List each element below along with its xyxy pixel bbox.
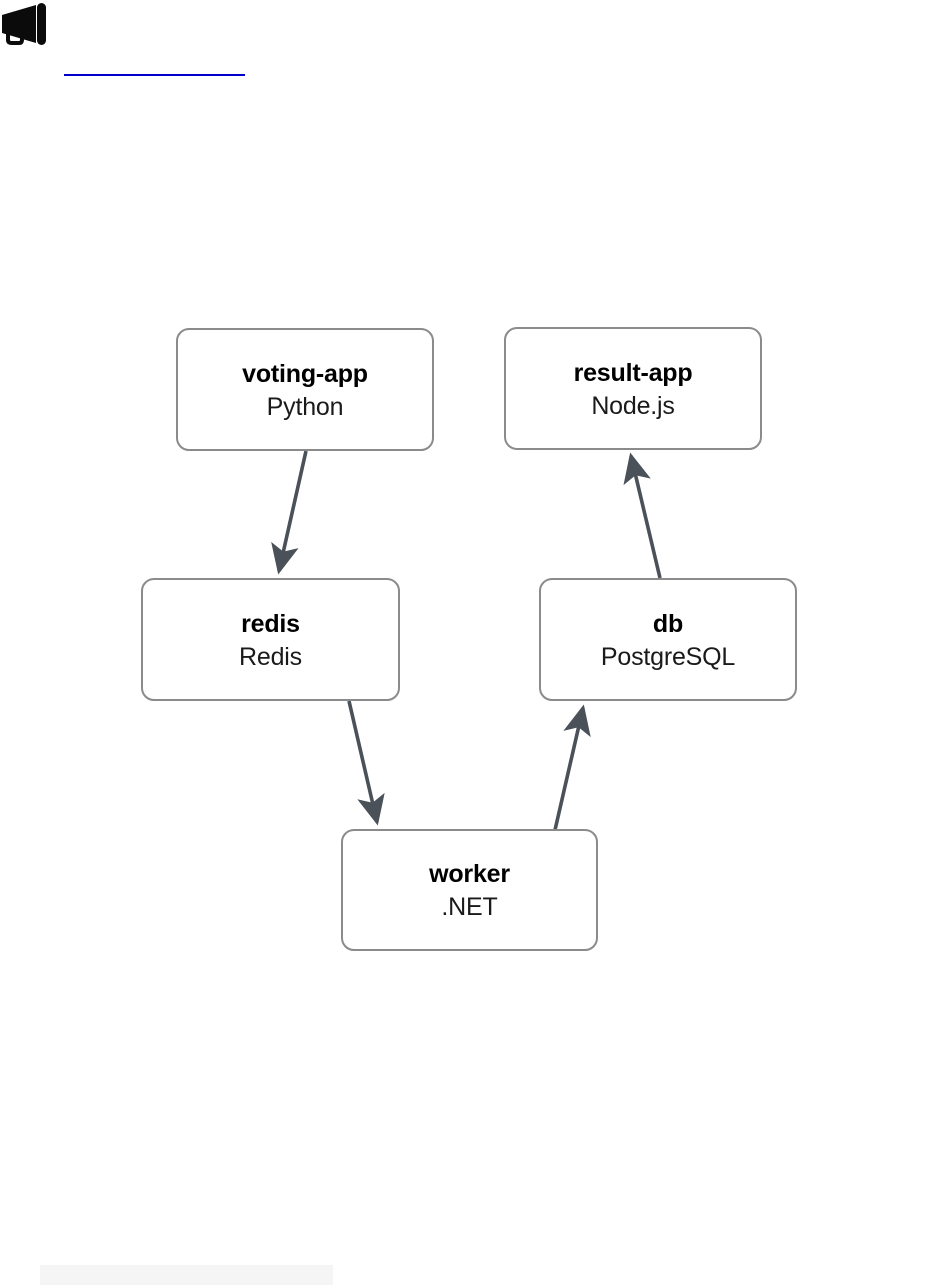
diagram-node-db[interactable]: db PostgreSQL (539, 578, 797, 701)
megaphone-icon (2, 3, 46, 45)
announcement-link[interactable] (64, 58, 245, 76)
page-header (0, 0, 937, 110)
node-title: voting-app (242, 359, 368, 388)
node-subtitle: Python (266, 392, 344, 421)
diagram-node-worker[interactable]: worker .NET (341, 829, 598, 951)
footer-placeholder-block (40, 1265, 333, 1285)
diagram-node-result-app[interactable]: result-app Node.js (504, 327, 762, 450)
edge-db-to-result-app (623, 452, 662, 579)
node-subtitle: PostgreSQL (600, 642, 736, 671)
node-subtitle: Redis (239, 642, 302, 671)
diagram-node-voting-app[interactable]: voting-app Python (176, 328, 434, 451)
node-title: worker (429, 860, 510, 888)
node-subtitle: Node.js (591, 391, 675, 420)
node-subtitle: .NET (441, 893, 498, 921)
node-title: redis (241, 609, 300, 638)
edge-worker-to-db (553, 704, 591, 831)
edge-redis-to-worker (347, 700, 385, 826)
diagram-node-redis[interactable]: redis Redis (141, 578, 400, 701)
node-title: result-app (573, 358, 693, 387)
node-title: db (652, 609, 684, 638)
edge-voting-app-to-redis (271, 450, 308, 575)
